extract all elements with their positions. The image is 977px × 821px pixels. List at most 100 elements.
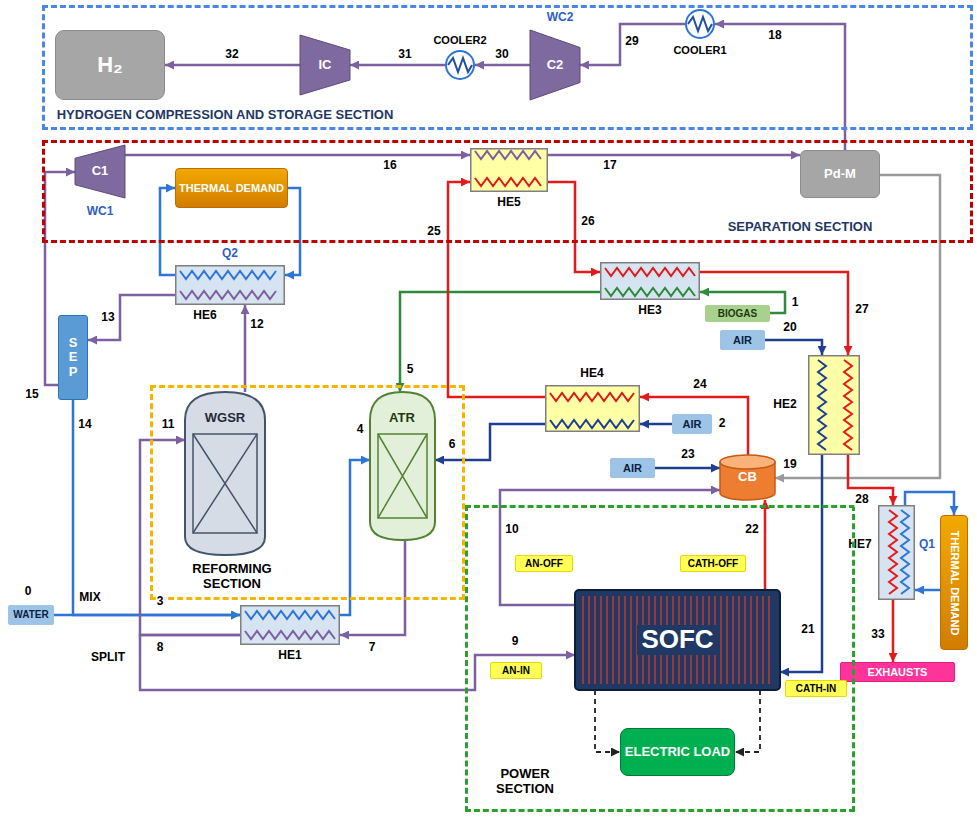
electric-load: ELECTRIC LOAD [620, 728, 735, 776]
shape-outline [470, 148, 548, 192]
combustor: CB [720, 455, 775, 500]
stream-number: 31 [397, 48, 412, 62]
shape-outline [685, 9, 715, 39]
stream-line [892, 600, 895, 662]
stream-number: 1 [791, 296, 800, 310]
stream-number: 19 [782, 458, 797, 472]
stream-number: 32 [224, 48, 239, 62]
section-region: REFORMING SECTIONWGSRATR [150, 385, 465, 600]
stream-line [640, 397, 748, 455]
stream-number: 28 [854, 493, 869, 507]
compressor: C2 [530, 30, 580, 100]
stream-line [340, 460, 370, 615]
stream-line [780, 455, 822, 672]
heat-exchanger: HE1 [240, 605, 340, 645]
node-label: Pd-M [824, 167, 856, 182]
node-label: C2 [547, 58, 564, 73]
heat-exchanger: HE3 [600, 262, 700, 300]
heat-exchanger: HE5 [470, 148, 548, 192]
stream-line [54, 614, 240, 617]
port-tag: CATH-OFF [680, 555, 746, 572]
stream-number: 14 [77, 418, 92, 432]
stream-line [435, 424, 545, 460]
thermal-demand: THERMAL DEMAND [175, 168, 288, 208]
stream-number: 17 [602, 159, 617, 173]
stream-number: SPLIT [90, 651, 126, 665]
stream-number: 2 [718, 417, 727, 431]
node-label: CATH-OFF [688, 558, 738, 570]
stream-number: 12 [249, 318, 264, 332]
stream-line [700, 272, 848, 355]
node-label: C1 [92, 164, 109, 179]
shape-outline [240, 605, 340, 645]
reactor-vessel: WGSR [185, 392, 265, 555]
node-label: POWER SECTION [480, 767, 570, 797]
port-tag: AN-IN [490, 662, 542, 679]
node-label: HYDROGEN COMPRESSION AND STORAGE SECTION [57, 108, 394, 123]
node-label: SOFC [637, 625, 717, 655]
stream-number: 21 [800, 623, 815, 637]
node-label: COOLER1 [673, 44, 726, 57]
node-label: THERMAL DEMAND [949, 531, 962, 636]
stream-tag: AIR [720, 330, 765, 350]
stream-number: 7 [368, 641, 377, 655]
node-label: HE7 [848, 538, 871, 552]
stream-line [764, 500, 767, 590]
node-label: WATER [13, 609, 48, 621]
shape-outline [445, 50, 475, 80]
node-label: ATR [389, 411, 415, 426]
stream-number: 4 [356, 423, 365, 437]
node-label: AN-OFF [525, 558, 563, 570]
stream-number: 0 [24, 585, 33, 599]
stream-line [244, 305, 247, 392]
node-label: AIR [683, 418, 702, 431]
node-label: SEPARATION SECTION [728, 220, 873, 235]
stream-line [448, 182, 545, 397]
reactor-vessel: ATR [370, 392, 435, 540]
stream-number: MIX [78, 591, 101, 605]
stream-number: 24 [692, 378, 707, 392]
port-tag: AN-OFF [515, 555, 573, 572]
heat-exchanger: HE2 [808, 355, 860, 455]
shape-outline [175, 265, 285, 305]
membrane-separator: Pd-M [800, 150, 880, 198]
stream-number: 18 [767, 29, 782, 43]
stream-number: 11 [161, 418, 176, 432]
heat-exchanger: HE6 [175, 265, 285, 305]
separator: SEP [58, 315, 88, 400]
stream-number: WC2 [546, 11, 575, 25]
node-label: THERMAL DEMAND [179, 182, 284, 195]
thermal-demand: THERMAL DEMAND [940, 515, 968, 650]
fuel-cell-stack: SOFC [575, 590, 780, 690]
stream-number: 8 [156, 641, 165, 655]
storage-tank: H₂ [55, 30, 165, 100]
stream-number: 15 [24, 388, 39, 402]
compressor: C1 [75, 145, 125, 198]
stream-number: 3 [156, 595, 165, 609]
stream-number: 5 [406, 363, 415, 377]
shape-outline [545, 385, 640, 432]
stream-line [340, 540, 405, 635]
node-label: CATH-IN [796, 683, 836, 695]
stream-tag: WATER [8, 605, 54, 625]
stream-tag: AIR [672, 414, 712, 434]
stream-number: 25 [426, 225, 441, 239]
section-region: POWER SECTION AN-OFF CATH-OFF SOFC AN-IN CATH… [465, 505, 855, 812]
section-region: HYDROGEN COMPRESSION AND STORAGE SECTION… [42, 5, 973, 130]
section-region: SEPARATION SECTION C1THERMAL DEMAND HE5 Pd-… [42, 140, 973, 243]
stream-line [548, 154, 800, 157]
node-label: EXHAUSTS [868, 666, 928, 679]
node-label: AIR [733, 334, 752, 347]
stream-line [125, 154, 470, 157]
heat-exchanger: HE7 [878, 505, 915, 600]
stream-number: Q1 [918, 538, 936, 552]
shape-outline [878, 505, 915, 600]
stream-tag: EXHAUSTS [840, 662, 955, 682]
node-label: HE1 [278, 649, 301, 663]
stream-line [165, 64, 300, 67]
stream-line [475, 64, 530, 67]
compressor: IC [300, 35, 350, 95]
stream-line [735, 690, 760, 752]
